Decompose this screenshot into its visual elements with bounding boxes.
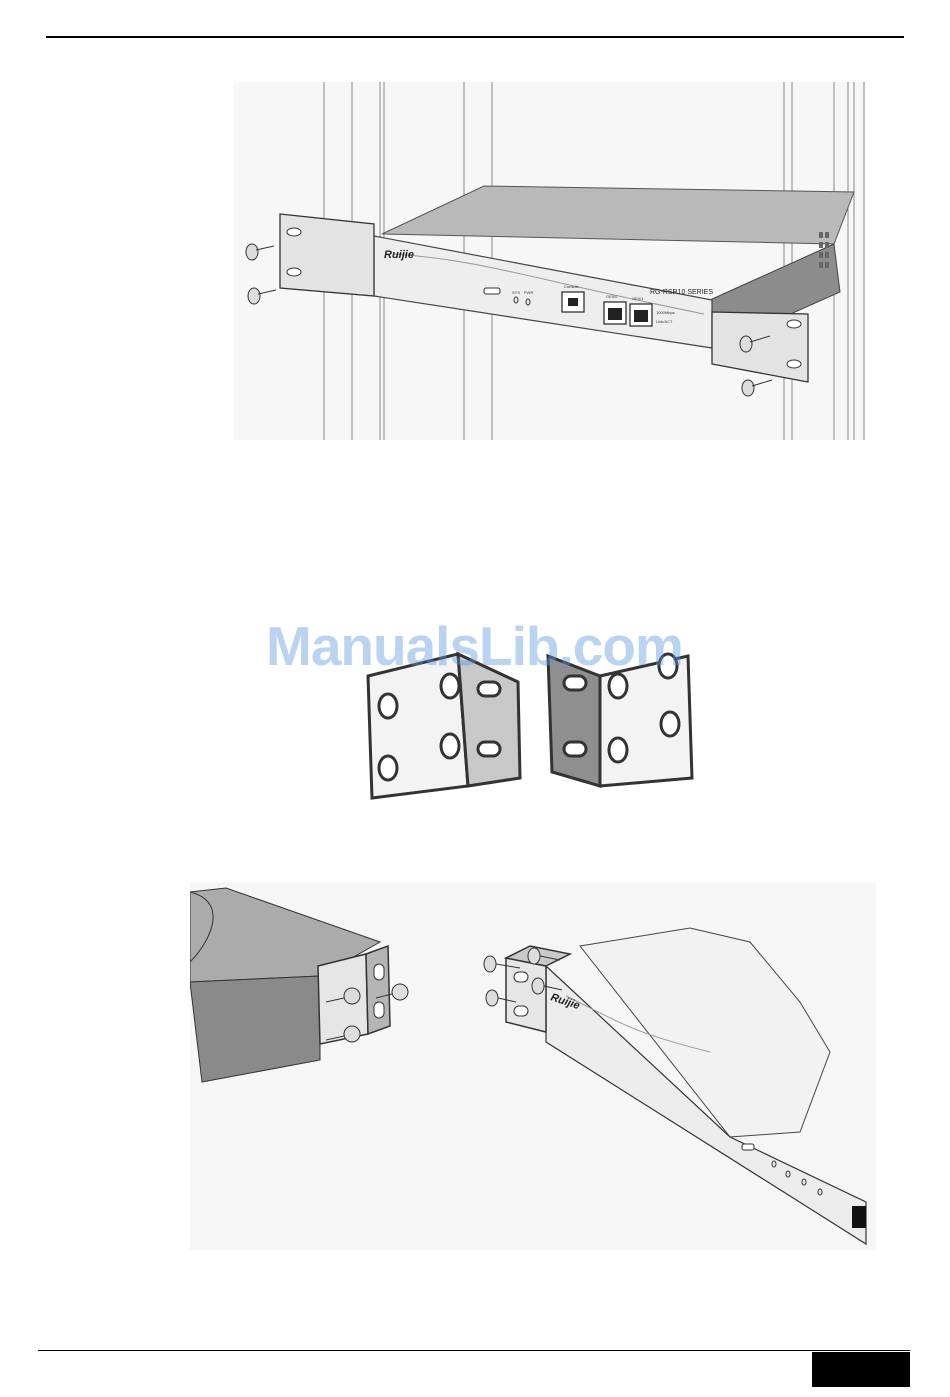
legend-link: Link/ACT: [656, 319, 673, 324]
header-rule: [46, 36, 904, 38]
ge-port0-label: GE0/0: [606, 294, 618, 299]
watermark: ManualsLib.com: [266, 614, 706, 678]
led-label-sys: SYS: [512, 290, 520, 295]
legend-speed: 1000Mbps: [656, 310, 675, 315]
console-port-label: Console: [564, 284, 579, 289]
rack-brand-logo: Ruijie: [384, 249, 414, 261]
left-rack-ear: [280, 214, 374, 296]
rack-mount-illustration: Ruijie SYS PWR Console GE0/0 GE0/1 RG-RS…: [234, 82, 866, 440]
footer-rule: [38, 1350, 910, 1351]
bracket-attach-illustration: Ruijie: [190, 882, 876, 1250]
bracket-attach-figure: Ruijie: [190, 882, 876, 1250]
rack-mount-figure: Ruijie SYS PWR Console GE0/0 GE0/1 RG-RS…: [234, 82, 866, 440]
led-label-pwr: PWR: [524, 290, 533, 295]
ge-port1-label: GE0/1: [632, 296, 644, 301]
model-label: RG-RSR10 SERIES: [650, 289, 713, 296]
left-device-side: [190, 976, 320, 1082]
chassis-top: [382, 186, 854, 244]
page-number-tab: [812, 1352, 910, 1387]
